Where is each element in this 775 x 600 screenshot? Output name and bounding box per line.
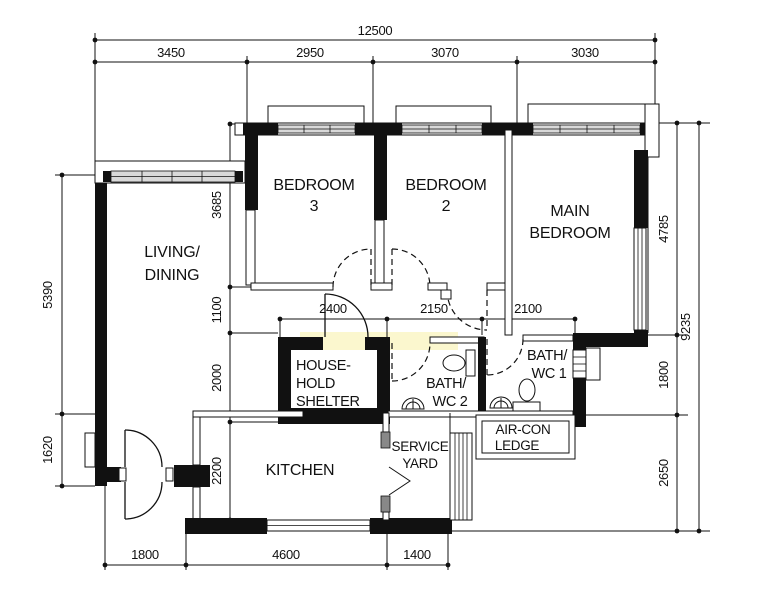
room-label-aircon-line1: AIR-CON <box>496 422 551 437</box>
wall-bed2-main <box>504 129 513 336</box>
room-label-shelter-line3: SHELTER <box>296 394 360 410</box>
household-shelter-walls <box>278 337 390 424</box>
household-shelter-door <box>324 293 369 338</box>
sink-icon-bath1 <box>489 396 513 409</box>
dim-inner-1100: 1100 <box>209 297 224 324</box>
window-main-bedroom-right <box>633 227 647 331</box>
room-label-living-line1: LIVING/ <box>144 244 200 261</box>
wall-entrance-left <box>95 467 121 482</box>
room-label-living-line2: DINING <box>145 267 200 284</box>
dim-inner-2200: 2200 <box>209 457 224 485</box>
window-bath1-slats <box>572 349 587 379</box>
bedroom3-door <box>332 248 372 288</box>
window-ledge-bedroom3 <box>267 105 365 124</box>
window-ledge-bedroom2 <box>395 105 492 124</box>
dim-inner-2000: 2000 <box>209 364 224 392</box>
window-bedroom2 <box>401 124 483 134</box>
toilet-icon-bath2 <box>442 349 476 377</box>
dim-right-2650: 2650 <box>656 459 671 487</box>
wall-bottom-left <box>185 518 267 534</box>
room-label-shelter-line1: HOUSE- <box>296 358 351 374</box>
dim-right-total: 9235 <box>678 313 693 341</box>
dim-mid-2100: 2100 <box>514 301 542 316</box>
window-bedroom3 <box>277 124 356 134</box>
aircon-ledge-box <box>475 414 576 460</box>
dim-bottom-1800: 1800 <box>131 547 159 562</box>
dim-left-1620: 1620 <box>40 436 55 464</box>
window-kitchen-bottom <box>266 519 371 532</box>
bedroom2-door <box>391 248 431 288</box>
wall-left-outer <box>95 175 107 486</box>
dim-top-seg-2: 2950 <box>296 45 324 60</box>
window-living <box>103 170 243 183</box>
room-label-service-yard-line1: SERVICE <box>392 439 449 454</box>
room-label-bath1-line1: BATH/ <box>527 348 568 364</box>
dim-left-5390: 5390 <box>40 281 55 309</box>
wall-main-right <box>634 150 648 228</box>
dim-top-seg-3: 3070 <box>431 45 459 60</box>
main-bedroom-door <box>440 289 488 331</box>
room-label-bedroom2-line1: BEDROOM <box>405 177 486 194</box>
dim-bottom-1400: 1400 <box>403 547 431 562</box>
dim-mid-2150: 2150 <box>420 301 448 316</box>
service-yard-grille <box>449 432 473 521</box>
entrance-door <box>124 429 163 520</box>
wall-main-bottom <box>573 333 648 347</box>
room-label-bedroom3-line1: BEDROOM <box>273 177 354 194</box>
bath2-door <box>391 342 431 382</box>
wall-bath2-bath1 <box>478 337 486 413</box>
doors <box>124 248 524 520</box>
room-label-shelter-line2: HOLD <box>296 376 335 392</box>
window-main-bedroom-top <box>532 124 641 134</box>
windows <box>103 124 647 532</box>
sink-icon-bath2 <box>401 397 425 410</box>
room-label-main-bedroom-line1: MAIN <box>550 203 589 220</box>
dim-right-4785: 4785 <box>656 215 671 243</box>
kitchen-bifold-door <box>380 431 411 513</box>
room-labels: LIVING/ DINING BEDROOM 3 BEDROOM 2 MAIN … <box>144 177 611 479</box>
dim-inner-3685: 3685 <box>209 191 224 219</box>
room-label-aircon-line2: LEDGE <box>495 438 540 453</box>
fixtures <box>401 349 541 412</box>
room-label-bedroom2-line2: 2 <box>442 198 451 215</box>
wall-bed3-bed2 <box>374 135 387 220</box>
bath1-door <box>486 338 524 376</box>
dim-top-seg-4: 3030 <box>571 45 599 60</box>
dim-mid-2400: 2400 <box>319 301 347 316</box>
room-label-bedroom3-line2: 3 <box>310 198 319 215</box>
room-label-main-bedroom-line2: BEDROOM <box>529 225 610 242</box>
window-ledge-main-bedroom <box>527 103 660 124</box>
room-label-bath2-line1: BATH/ <box>426 376 467 392</box>
dim-top-seg-1: 3450 <box>157 45 185 60</box>
room-label-bath1-line2: WC 1 <box>531 366 566 382</box>
dimension-lines: 12500 3450 2950 3070 3030 5390 1620 3685… <box>40 23 710 570</box>
room-label-bath2-line2: WC 2 <box>432 394 467 410</box>
dim-bottom-4600: 4600 <box>272 547 300 562</box>
window-ledge-main-corner <box>644 103 660 158</box>
dim-right-1800: 1800 <box>656 361 671 389</box>
dim-top-total: 12500 <box>358 23 393 38</box>
toilet-icon-bath1 <box>512 378 541 412</box>
wall-living-bed3 <box>245 135 258 210</box>
wall-kitchen-top <box>192 410 304 418</box>
wall-bottom-right <box>370 518 452 534</box>
room-label-service-yard-line2: YARD <box>402 456 438 471</box>
room-label-kitchen: KITCHEN <box>266 462 335 479</box>
